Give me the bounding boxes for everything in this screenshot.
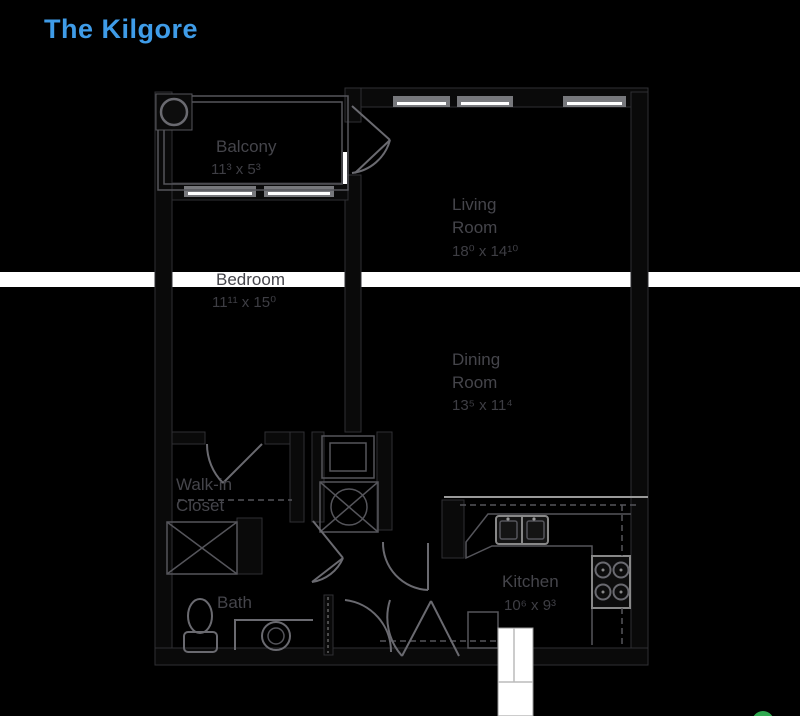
washer-dryer-stack [319,435,379,533]
washer-icon [321,435,375,479]
burner-icon [594,583,612,601]
linen-closet [166,521,238,575]
linen-cross [166,521,238,575]
burner-icon [612,561,630,579]
burner-dot [601,568,605,572]
window-sill [188,192,252,195]
wall-closet-top-right [264,431,291,445]
section-band [0,272,800,287]
burner-dot [619,590,623,594]
balcony-railing [155,93,349,191]
window-sill [567,102,622,105]
wall-closet-top-left [171,431,206,445]
room-labels: Balcony 11³ x 5³ Living Room 18⁰ x 14¹⁰ … [176,137,559,614]
wall-laundry-left [311,431,325,523]
burner-icon [594,561,612,579]
dining-room-label: Dining [452,350,500,369]
sink-bowl [499,520,518,540]
balcony-door [351,105,391,174]
entry-door [386,599,460,657]
sink-drain [267,627,285,645]
bath-door [344,599,393,653]
living-room-label-2: Room [452,218,497,237]
dryer-cross [319,481,379,533]
linen-box [166,521,238,575]
dryer-icon [319,481,379,533]
stove-icon [591,555,631,609]
refrigerator-icon [497,627,534,716]
kitchen-dims: 10⁶ x 9³ [504,597,556,614]
closet-label: Walk-in [176,475,232,494]
dishwasher-icon [467,611,499,649]
faucet-dot [506,517,510,521]
wall-bottom [154,647,649,666]
page-title: The Kilgore [44,14,199,44]
wall-balcony-stub [344,87,362,123]
bedroom-dims: 11¹¹ x 15⁰ [212,294,276,311]
wall-bath-door-frame [323,594,334,656]
kitchen-sink-icon [495,515,549,545]
hall-door-1 [311,520,344,583]
wall-bedroom-divider [344,174,362,433]
counter-outline [465,513,631,560]
dryer-drum [330,488,368,526]
window-bedroom-1 [184,186,256,197]
burner-dot [601,590,605,594]
wall-bar-end [441,499,465,559]
living-room-dims: 18⁰ x 14¹⁰ [452,243,518,260]
window-sill [268,192,330,195]
burner-icon [612,583,630,601]
bath-label: Bath [217,593,252,612]
window-bedroom-2 [264,186,334,197]
windows [184,96,626,197]
dining-room-dims: 13⁵ x 11⁴ [452,397,513,414]
burner-dot [619,568,623,572]
bedroom-label: Bedroom [216,270,285,289]
balcony-door-frame [343,152,347,184]
dining-room-label-2: Room [452,373,497,392]
toilet-icon [187,598,213,634]
faucet-dot [532,517,536,521]
balcony-dims: 11³ x 5³ [211,161,261,178]
sink-bowl [526,520,545,540]
fridge-body [497,627,534,716]
doors [205,105,460,657]
living-room-label: Living [452,195,496,214]
logo-dot [753,711,773,716]
column-icon [159,97,189,127]
window-living-1 [393,96,450,107]
kitchen-label: Kitchen [502,572,559,591]
kitchen-fixtures [380,496,648,716]
window-sill [397,102,446,105]
sink-icon [261,621,291,651]
window-sill [461,102,509,105]
bath-fixtures [183,597,329,653]
toilet-tank [183,631,218,653]
railing-inner [163,101,343,185]
balcony-label: Balcony [216,137,277,156]
window-living-2 [457,96,513,107]
railing-outer [157,95,349,191]
vanity-counter [234,619,313,650]
wall-right [630,91,649,666]
closet-door [205,443,263,484]
closet-label-2: Closet [176,496,224,515]
wall-linen-stub [236,517,263,575]
wall-laundry-right [376,431,393,531]
hall-door-2 [381,541,429,591]
washer-door [329,442,367,472]
wall-closet-right [289,431,305,523]
window-living-3 [563,96,626,107]
